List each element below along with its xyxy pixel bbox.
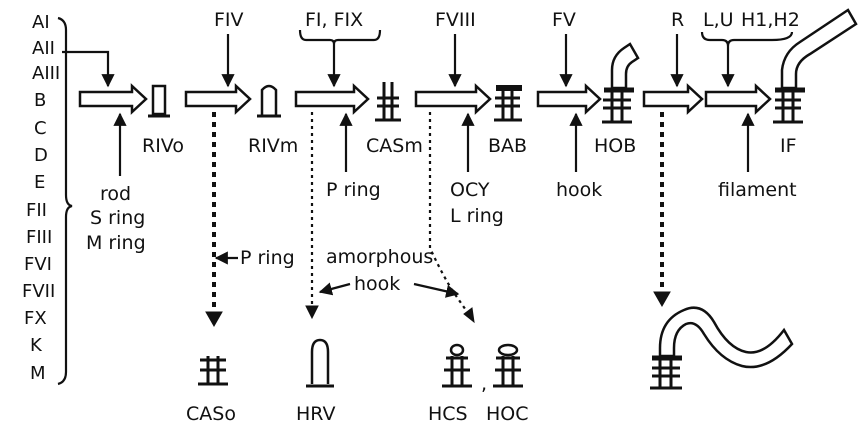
input-ocy: OCY [450,179,490,201]
structure-long-hook [650,306,794,390]
branch-arrowhead [463,307,475,324]
label-bab: BAB [488,135,527,157]
pathway-arrow [294,83,370,115]
hook-arrow-left [318,282,351,296]
label-hcs: HCS [428,403,468,425]
gene-label: C [34,118,47,139]
gene-label: M [30,363,46,384]
pathway-arrow [704,83,772,115]
input-hook: hook [556,179,602,201]
structure-casm [375,82,401,122]
label-p-ring-side: P ring [240,247,295,269]
structure-rivm [257,84,281,118]
gene-bracket [57,16,73,386]
gene-label: FX [24,308,47,329]
bracket-fi-fix [298,29,382,45]
label-if: IF [780,135,797,157]
structure-caso [198,356,228,386]
gene-h1-h2: H1,H2 [741,9,800,31]
gene-label: D [34,145,48,166]
bracket-l-u-h1-h2 [700,31,794,47]
gene-r: R [671,9,684,31]
label-hook-side: hook [354,273,400,295]
structure-bab [494,85,522,122]
gene-label: AII [32,38,55,59]
structure-hcs [442,343,472,388]
gene-input-line [62,50,115,88]
gene-list: AI AII AIII B C D E FII FIII FVI FVII FX… [22,12,60,384]
gene-l-u: L,U [703,9,734,31]
label-casm: CASm [366,135,423,157]
pathway-arrow [78,83,148,115]
label-rivo: RIVo [142,135,184,157]
gene-fi-fix: FI, FIX [305,9,363,31]
structure-rivo [148,84,170,118]
branch-arrowhead [205,311,223,328]
pathway-arrow [536,83,602,115]
gene-label: FIII [26,227,52,248]
label-rivm: RIVm [248,135,298,157]
label-caso: CASo [186,403,236,425]
branch-arrowhead [653,291,671,308]
input-l-ring: L ring [450,205,504,227]
structure-hob [602,42,640,124]
input-m-ring: M ring [86,232,146,254]
label-hrv: HRV [296,403,335,425]
structure-hoc [493,343,523,388]
input-rod: rod [100,183,131,205]
label-hoc: HOC [486,403,529,425]
gene-fiv: FIV [214,9,244,31]
pathway-arrow [642,83,704,115]
pathway-arrow [184,83,252,115]
branch-arrowhead [305,305,319,320]
pathway-arrows [78,83,772,115]
input-p-ring: P ring [326,179,381,201]
gene-label: FVI [24,254,52,275]
hook-arrow-right [413,282,460,298]
input-filament: filament [718,179,797,201]
label-amorphous: amorphous [326,246,433,268]
gene-label: E [34,172,45,193]
gene-label: FII [26,200,47,221]
gene-label: B [34,90,46,111]
gene-fviii: FVIII [435,9,476,31]
gene-label: AIII [32,63,60,84]
gene-fv: FV [552,9,576,31]
structure-if [773,8,858,124]
gene-label: FVII [22,281,55,302]
input-s-ring: S ring [90,207,145,229]
label-hob: HOB [594,135,636,157]
gene-label: K [30,335,43,356]
label-comma: , [481,373,487,395]
structure-hrv [306,338,334,388]
gene-label: AI [32,12,50,33]
pathway-arrow [414,83,492,115]
